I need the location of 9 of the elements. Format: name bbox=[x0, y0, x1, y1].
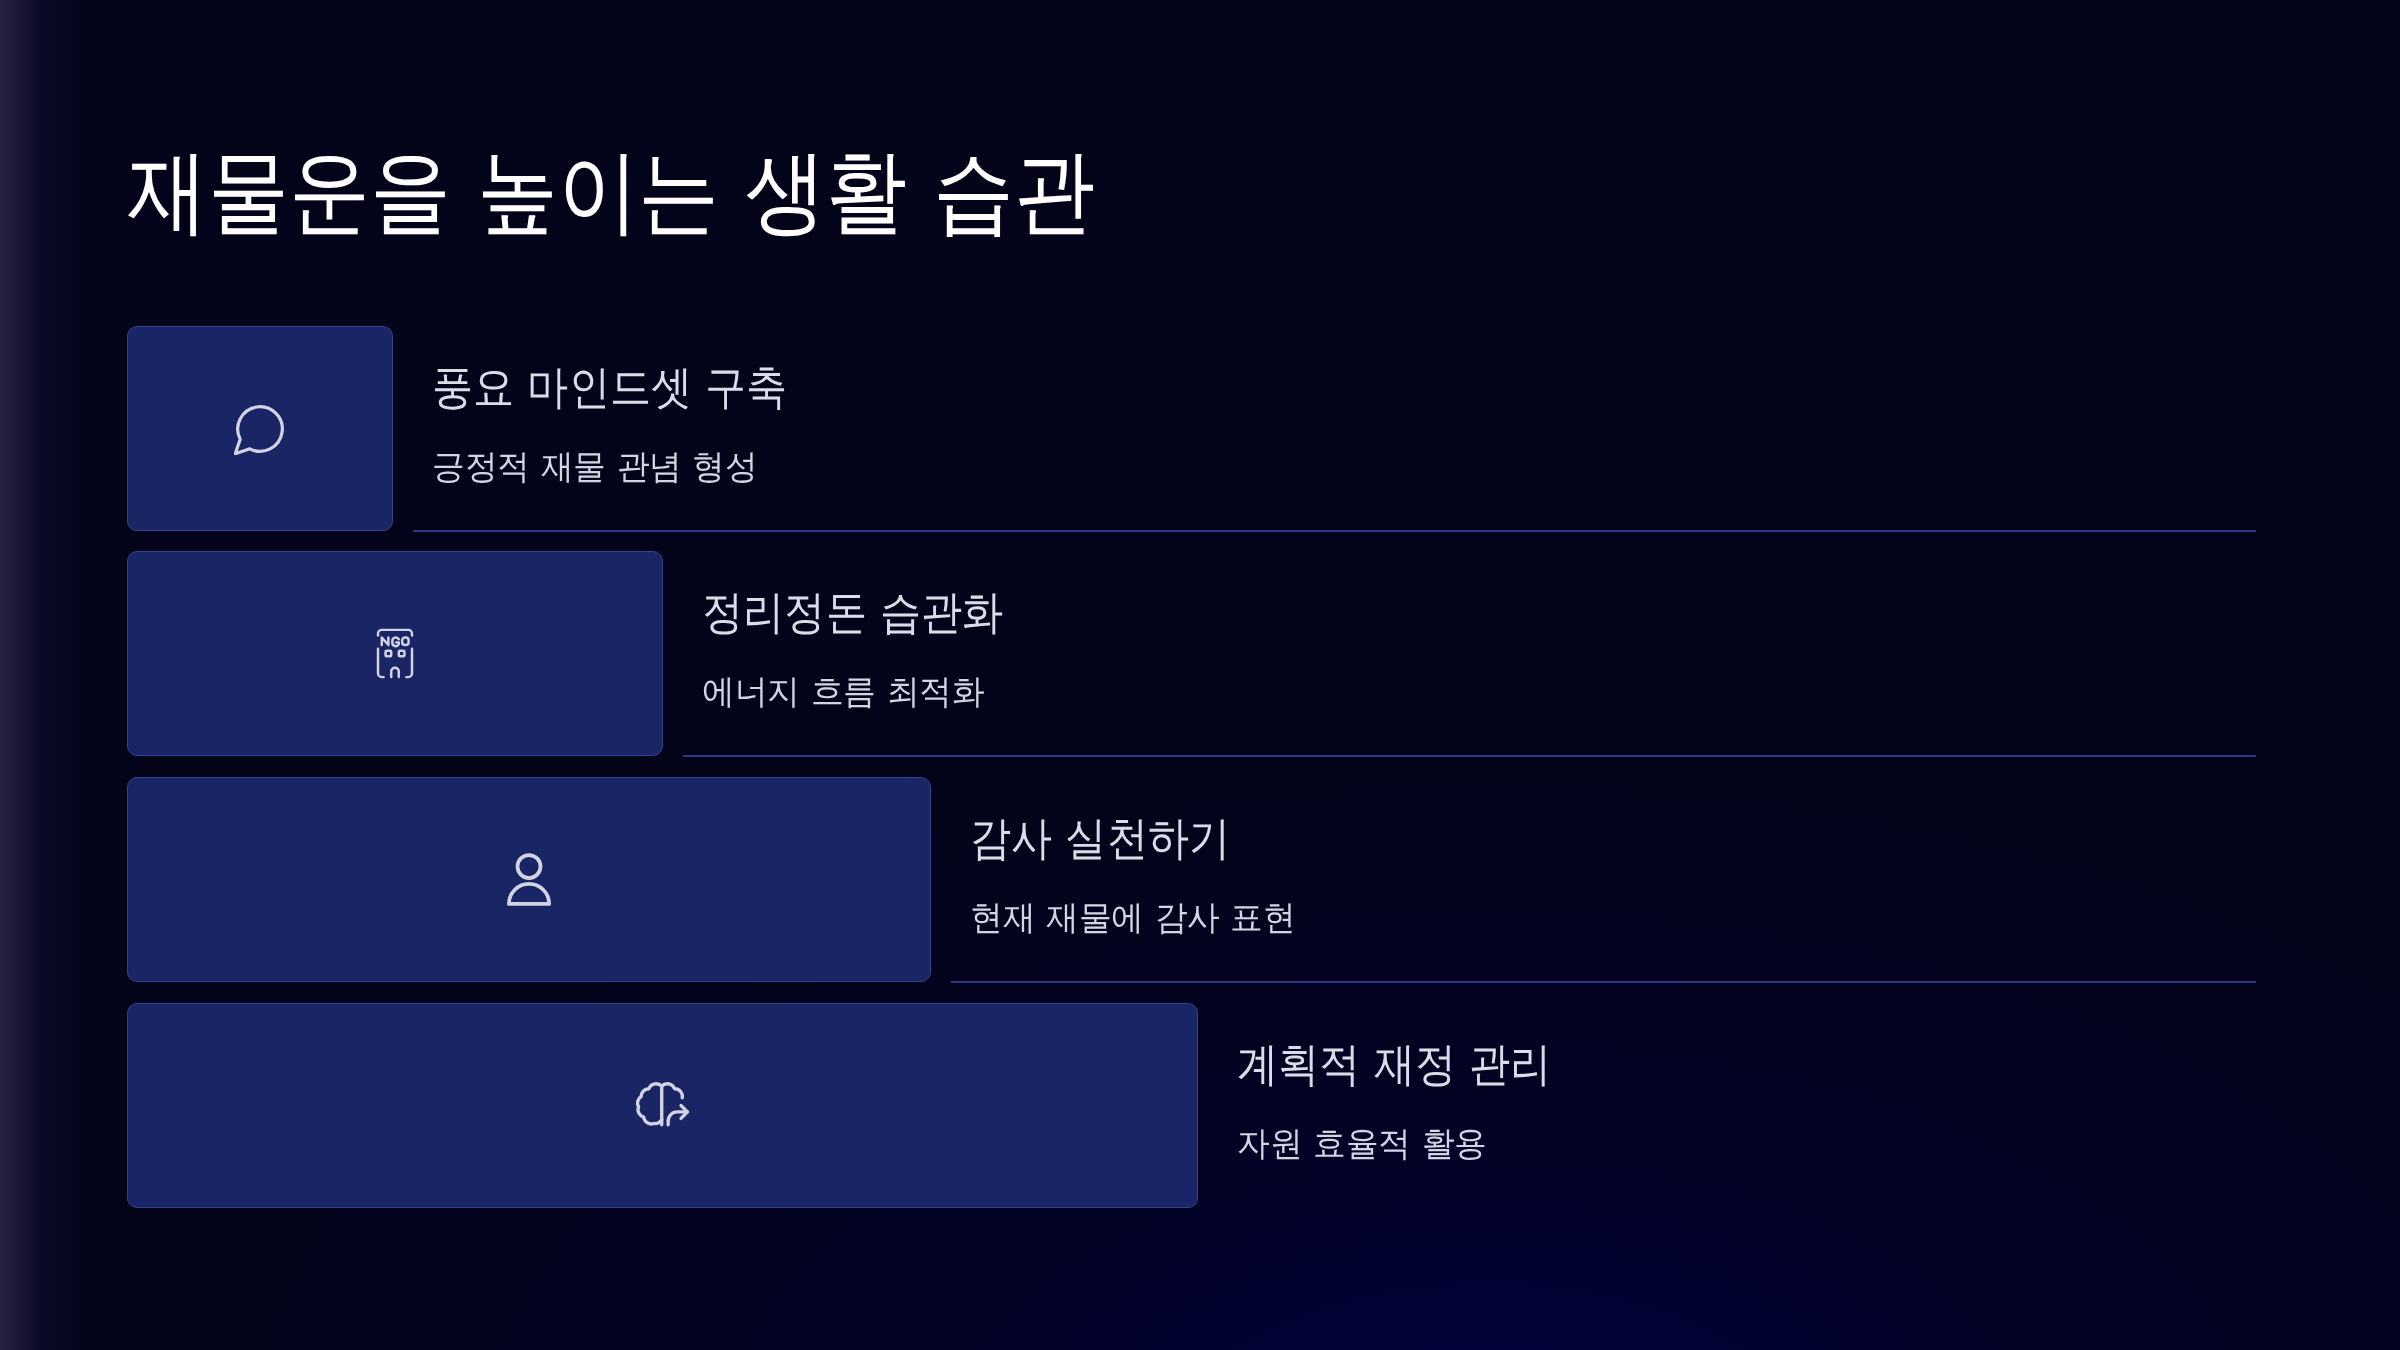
step-heading: 감사 실천하기 bbox=[970, 812, 1231, 864]
step-description: 현재 재물에 감사 표현 bbox=[970, 897, 1296, 937]
slide-title: 재물운을 높이는 생활 습관 bbox=[127, 144, 1095, 240]
step-heading: 풍요 마인드셋 구축 bbox=[432, 361, 788, 413]
step-description: 긍정적 재물 관념 형성 bbox=[432, 446, 758, 486]
step-description: 자원 효율적 활용 bbox=[1237, 1123, 1487, 1163]
step-heading: 계획적 재정 관리 bbox=[1237, 1038, 1552, 1090]
step-description: 에너지 흐름 최적화 bbox=[702, 671, 985, 711]
step-heading: 정리정돈 습관화 bbox=[702, 586, 1004, 638]
